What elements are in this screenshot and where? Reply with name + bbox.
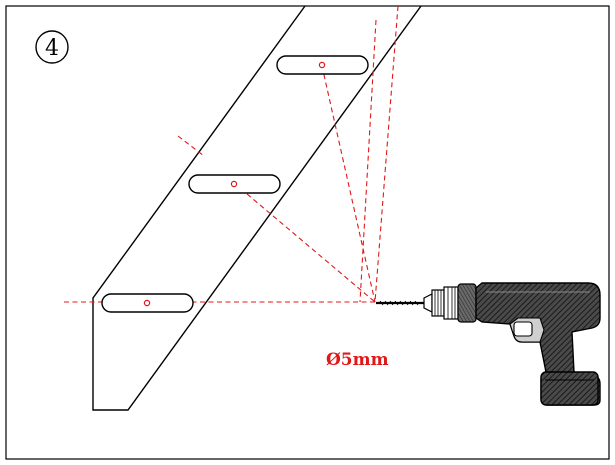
drill-icon — [376, 282, 601, 406]
pilot-hole-middle — [230, 180, 238, 188]
stair-stringer — [92, 5, 422, 411]
step-badge: 4 — [35, 30, 69, 64]
drill-diameter-label: Ø5mm — [326, 350, 389, 370]
step-number: 4 — [45, 36, 59, 61]
drill-angle-guides — [64, 5, 399, 303]
pilot-hole-top — [318, 61, 326, 69]
slot-bottom — [101, 293, 194, 313]
pilot-hole-bottom — [143, 299, 151, 307]
slot-top — [276, 55, 369, 75]
diagram-frame — [5, 5, 610, 460]
slot-middle — [188, 174, 281, 194]
